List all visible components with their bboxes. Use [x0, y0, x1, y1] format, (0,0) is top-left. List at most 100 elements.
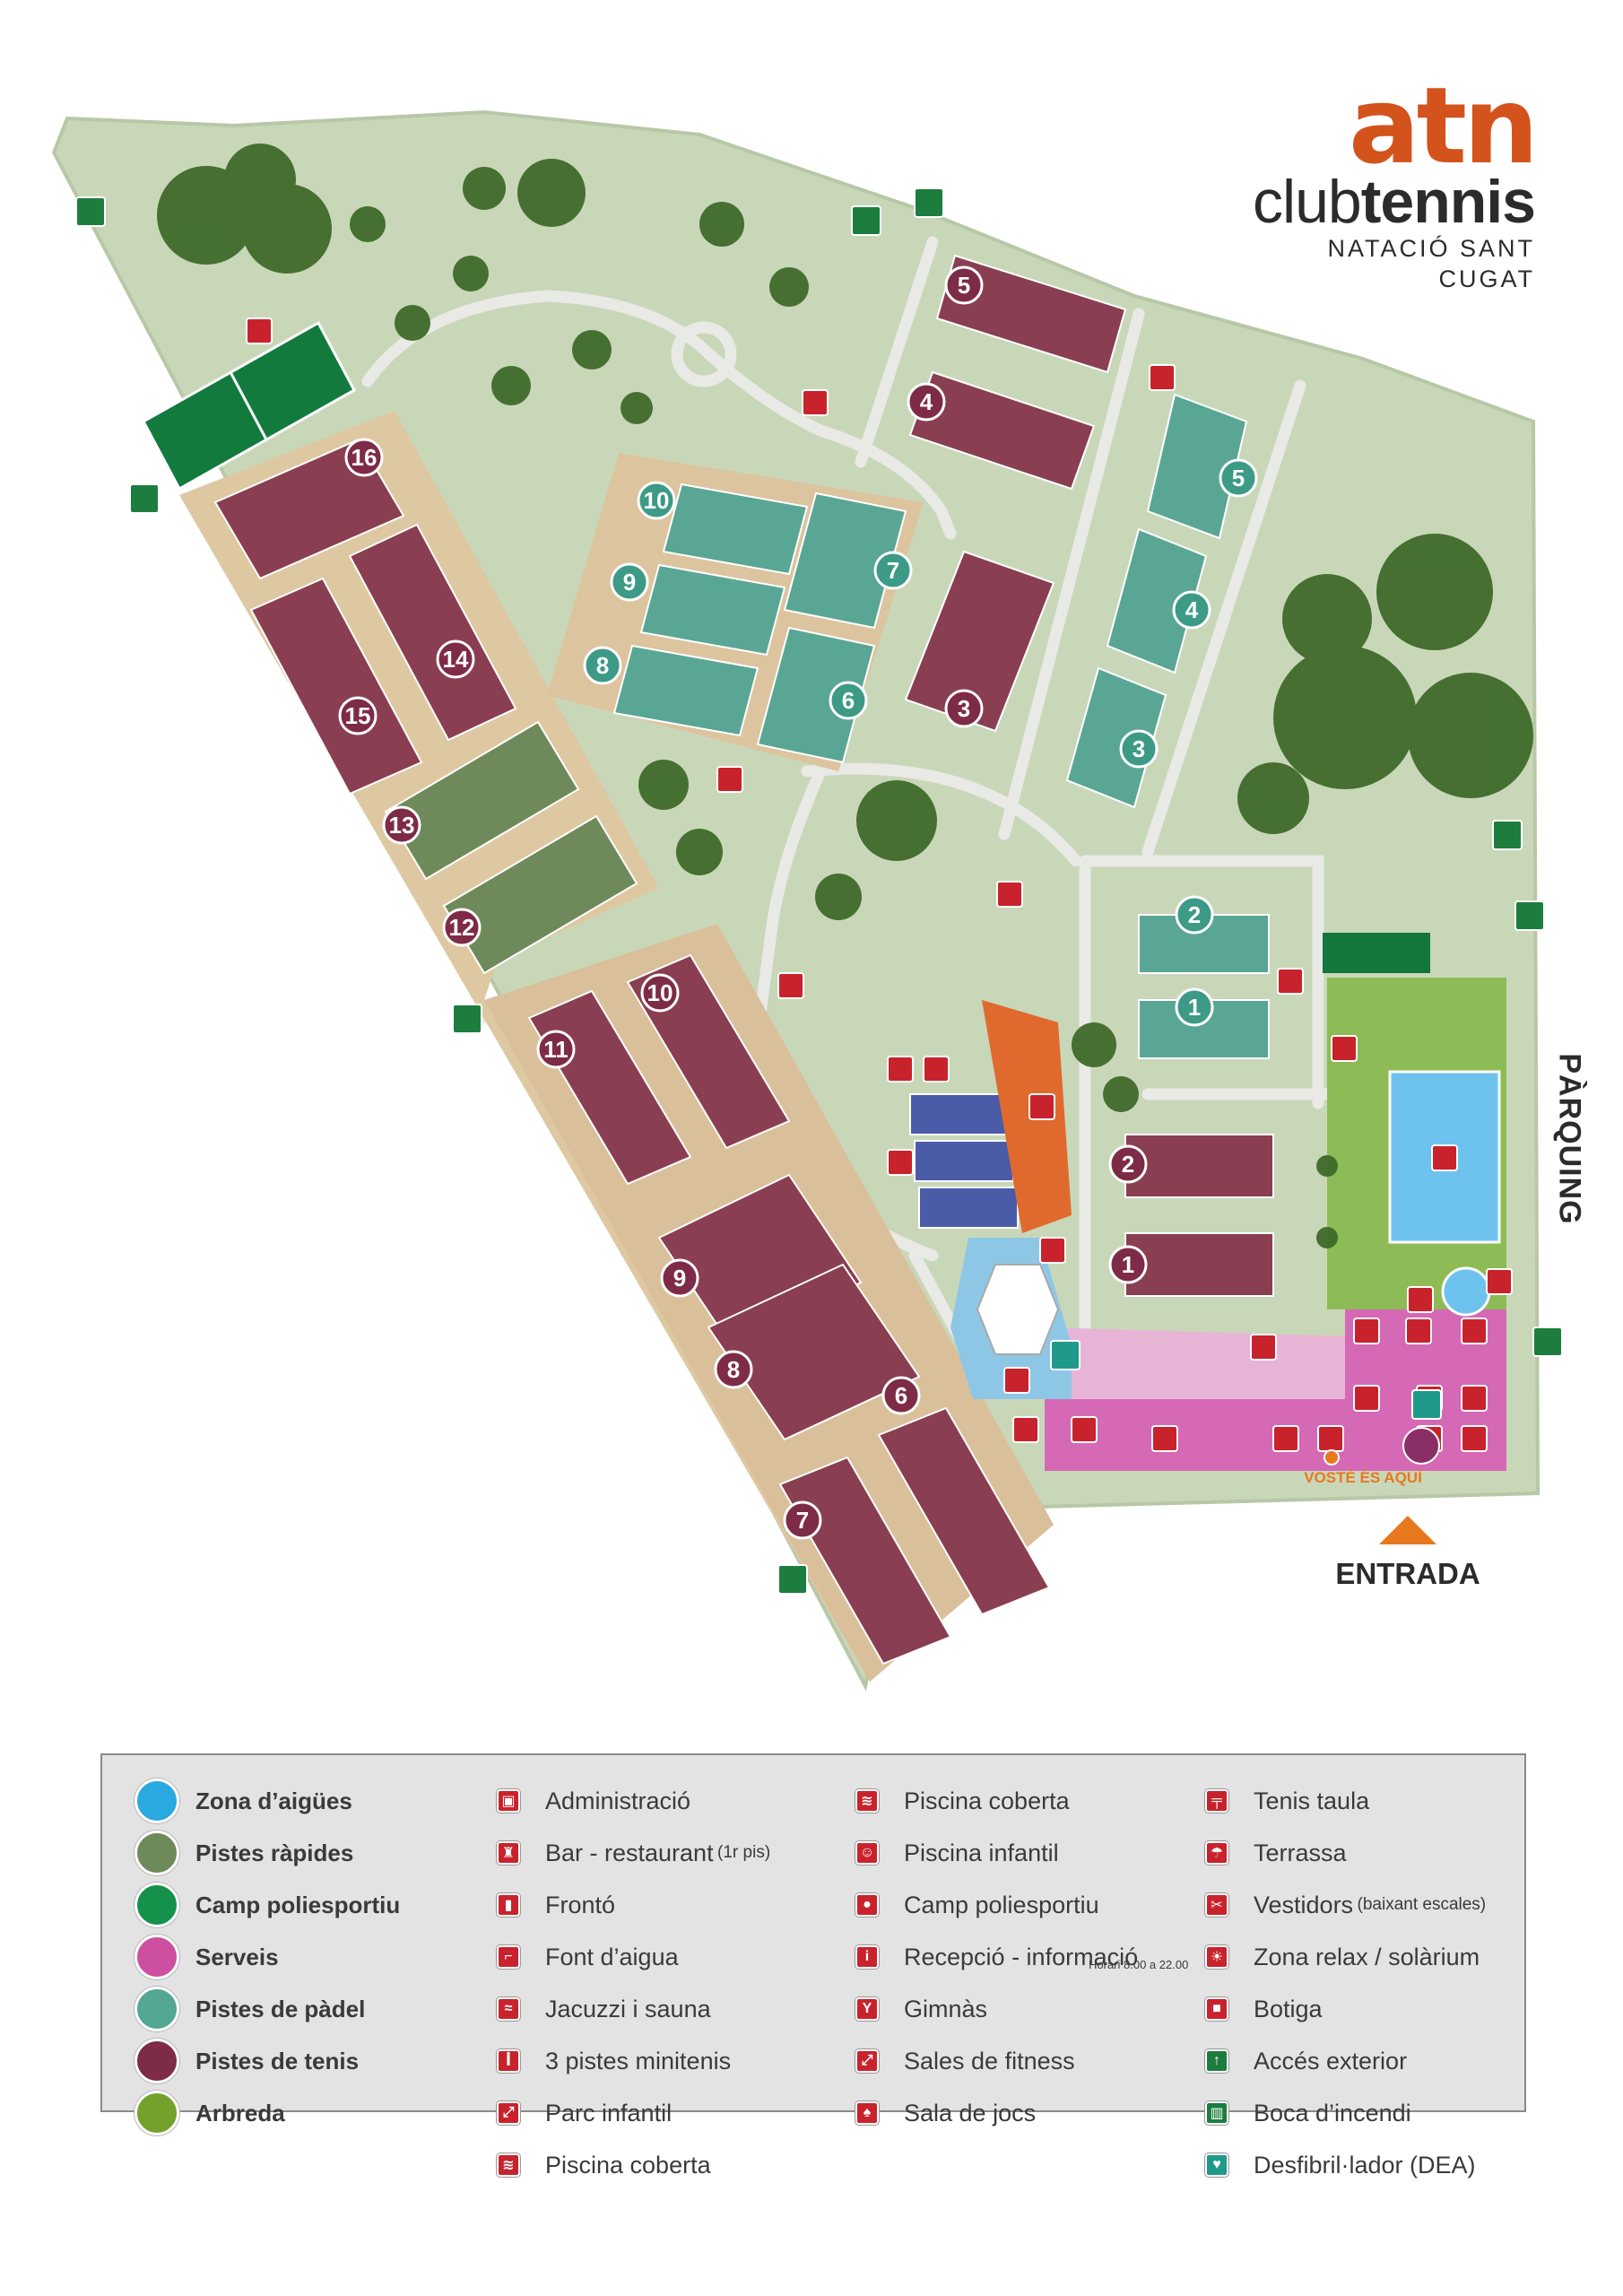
minitennis-icon — [887, 1149, 914, 1176]
fast-courts — [384, 720, 638, 975]
exterior-access-icon — [914, 187, 944, 218]
legend-item: ♠Sala de jocs — [855, 2087, 1138, 2139]
exterior-access-icon — [1515, 900, 1545, 931]
fire-hydrant-icon — [1492, 820, 1523, 850]
fast-court-13-label: 13 — [389, 812, 415, 839]
fast-courts-dot — [135, 1831, 179, 1875]
kids-pool-icon — [1486, 1268, 1513, 1295]
fire-hydrant-icon — [777, 1564, 808, 1595]
padel-court-5-label: 5 — [1232, 465, 1245, 491]
legend-item: ╤Tenis taula — [1205, 1775, 1486, 1827]
sports-field-icon: ● — [855, 1893, 879, 1917]
fire-hydrant-icon — [1532, 1326, 1563, 1357]
legend-zone: Zona d’aigües — [135, 1775, 400, 1827]
padel-dot — [135, 1987, 179, 2031]
toilets-icon — [1461, 1425, 1488, 1452]
tennis-courts — [213, 254, 1274, 1665]
shop-icon: ■ — [1205, 1997, 1228, 2021]
legend-services-2: ≋Piscina coberta ☺Piscina infantil ●Camp… — [855, 1775, 1188, 2139]
tennis-court-5-label: 5 — [958, 272, 970, 299]
legend-item: ≈Jacuzzi i sauna — [497, 1983, 770, 2035]
admin-icon — [1317, 1425, 1344, 1452]
indoor-pool-icon — [1039, 1237, 1066, 1264]
legend-zone: Arbreda — [135, 2087, 400, 2139]
sports-field-dot — [135, 1883, 179, 1927]
court-number-badges: 16 15 14 13 12 11 10 9 8 7 6 10 9 8 7 6 … — [338, 265, 1258, 1540]
games-room-icon: ♠ — [855, 2101, 879, 2125]
brand-subtitle: NATACIÓ SANT CUGAT — [1327, 235, 1535, 292]
tennis-court-8-label: 8 — [727, 1356, 740, 1383]
entrance-marker: ENTRADA — [1309, 1516, 1506, 1591]
solarium-icon: ☀ — [1205, 1945, 1228, 1969]
legend-item: ☀Zona relax / solàrium — [1205, 1931, 1486, 1983]
legend-item: ▣Administració — [497, 1775, 770, 1827]
tennis-court-6-label: 6 — [895, 1382, 907, 1409]
sports-field-icon — [246, 317, 273, 344]
minitennis-icon: ꟾ — [497, 2049, 520, 2073]
fronto-icon: ▮ — [497, 1893, 520, 1917]
playground-icon: ⤢ — [497, 2101, 520, 2125]
you-are-here-label: VOSTÈ ÉS AQUÍ — [1304, 1469, 1422, 1486]
bar-icon — [1012, 1416, 1039, 1443]
shop-icon — [1353, 1318, 1380, 1344]
admin-icon: ▣ — [497, 1789, 520, 1813]
tennis-court-15-label: 15 — [345, 702, 371, 729]
legend-zone: Pistes de pàdel — [135, 1983, 400, 2035]
defibrillator-icon — [1411, 1389, 1442, 1420]
padel-court-2-label: 2 — [1188, 901, 1201, 928]
tennis-dot — [135, 2039, 179, 2083]
pool-area — [1323, 933, 1506, 1317]
legend-item: ♥Desfibril·lador (DEA) — [1205, 2139, 1486, 2191]
tennis-court-16-label: 16 — [352, 444, 378, 471]
exterior-access-icon — [129, 483, 160, 514]
legend-zone: Pistes de tenis — [135, 2035, 400, 2087]
water-fountain-icon — [716, 766, 743, 793]
map-legend: Zona d’aigües Pistes ràpides Camp polies… — [100, 1753, 1526, 2179]
map-service-markers — [75, 187, 1563, 1595]
legend-item: ⌐Font d’aigua — [497, 1931, 770, 1983]
water-fountain-icon — [1277, 968, 1304, 995]
toilets-icon — [1461, 1385, 1488, 1412]
you-are-here-dot — [1324, 1449, 1340, 1465]
padel-court-1-label: 1 — [1188, 994, 1201, 1021]
toilets-icon — [923, 1056, 950, 1083]
jacuzzi-icon: ≈ — [497, 1997, 520, 2021]
fitness-icon — [1405, 1318, 1432, 1344]
tennis-court-7-label: 7 — [796, 1507, 809, 1534]
legend-item: ✂Vestidors (baixant escales) — [1205, 1879, 1486, 1931]
swimmer-icon — [1431, 1144, 1458, 1171]
fire-hydrant-icon — [851, 205, 881, 236]
legend-zone: Camp poliesportiu — [135, 1879, 400, 1931]
legend-services-3: ╤Tenis taula ☂Terrassa ✂Vestidors (baixa… — [1205, 1775, 1486, 2191]
legend-item: ▥Boca d’incendi — [1205, 2087, 1486, 2139]
fire-hydrant-icon — [75, 196, 106, 227]
toilets-icon — [1407, 1286, 1434, 1313]
fitness-icon — [1272, 1425, 1299, 1452]
legend-item: ●Camp poliesportiu — [855, 1879, 1138, 1931]
legend-item: ≋Piscina coberta — [497, 2139, 770, 2191]
info-icon — [1402, 1427, 1440, 1465]
legend-item: ☂Terrassa — [1205, 1827, 1486, 1879]
fitness-icon — [1353, 1385, 1380, 1412]
padel-court-8-label: 8 — [596, 652, 609, 679]
minitennis-courts — [909, 1093, 1019, 1229]
brand-logo: atn — [1348, 64, 1539, 187]
legend-item: ■Botiga — [1205, 1983, 1486, 2035]
tennis-court-14-label: 14 — [443, 646, 469, 673]
kids-pool-icon: ☺ — [855, 1841, 879, 1865]
legend-zones: Zona d’aigües Pistes ràpides Camp polies… — [135, 1775, 400, 2139]
legend-item: ▮Frontó — [497, 1879, 770, 1931]
tennis-court-10-label: 10 — [647, 979, 673, 1006]
tennis-court-3-label: 3 — [958, 695, 970, 722]
defibrillator-icon: ♥ — [1205, 2153, 1228, 2177]
padel-court-7-label: 7 — [887, 557, 899, 584]
brand-block: atn clubtennis NATACIÓ SANT CUGAT — [1230, 64, 1539, 294]
services-building — [950, 1238, 1506, 1471]
tennis-court-2-label: 2 — [1122, 1151, 1134, 1178]
tennis-court-4-label: 4 — [920, 388, 933, 415]
multisport-field — [141, 320, 357, 491]
gym-icon: Y — [855, 1997, 879, 2021]
services-dot — [135, 1935, 179, 1979]
